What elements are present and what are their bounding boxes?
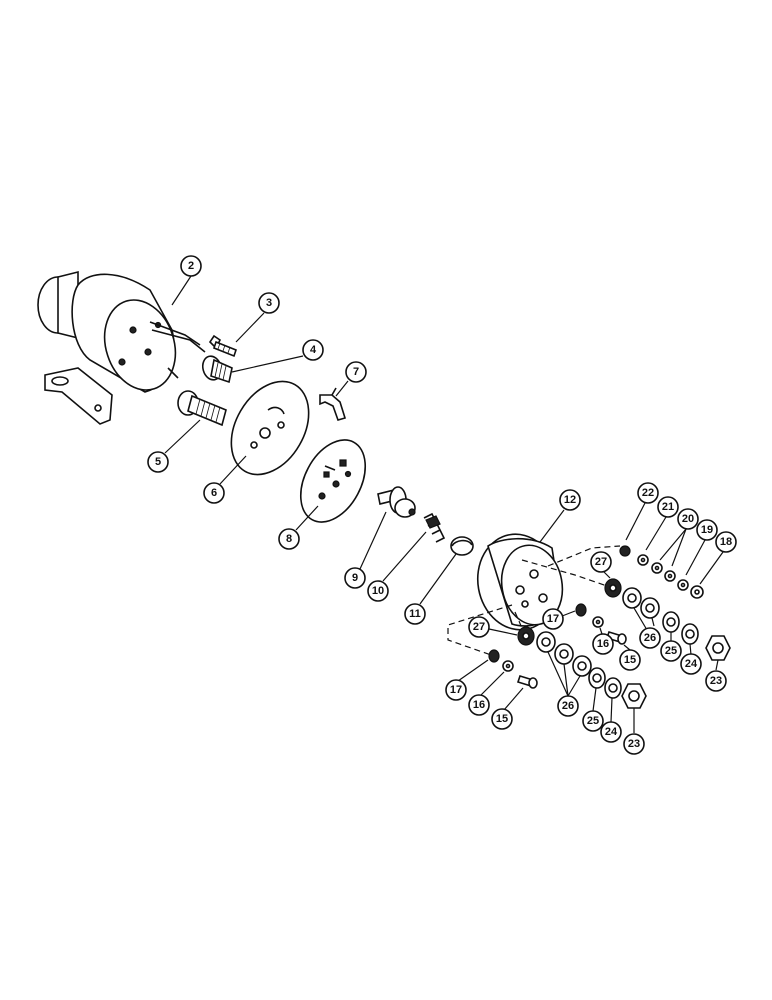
callout-label: 27 — [595, 556, 607, 568]
callout-label: 26 — [644, 632, 656, 644]
assembly-line-upper — [547, 545, 621, 567]
callout-4: 4 — [302, 339, 324, 361]
callout-8: 8 — [278, 528, 300, 550]
callout-label: 24 — [685, 658, 698, 670]
callout-label: 3 — [266, 297, 272, 309]
callout-24-upper: 24 — [680, 653, 702, 675]
callout-9: 9 — [344, 567, 366, 589]
callout-label: 21 — [662, 501, 674, 513]
callout-label: 16 — [473, 699, 485, 711]
callout-label: 27 — [473, 621, 485, 633]
callout-label: 15 — [624, 654, 636, 666]
callout-22: 22 — [637, 482, 659, 504]
callout-17-upper: 17 — [542, 608, 564, 630]
callout-label: 7 — [353, 366, 359, 378]
callout-7: 7 — [345, 361, 367, 383]
cap-11-icon — [450, 536, 474, 556]
callout-label: 12 — [564, 494, 576, 506]
callout-label: 25 — [665, 645, 677, 657]
callout-label: 23 — [710, 675, 722, 687]
callout-26-upper: 26 — [639, 627, 661, 649]
callout-label: 11 — [409, 608, 421, 620]
callout-11: 11 — [404, 603, 426, 625]
lower-hardware-stack — [488, 626, 647, 709]
callout-16-upper: 16 — [592, 633, 614, 655]
callout-label: 20 — [682, 513, 694, 525]
callout-label: 15 — [496, 713, 508, 725]
leader-lines — [164, 275, 724, 733]
contact-plate-8-icon — [299, 439, 367, 523]
callout-6: 6 — [203, 482, 225, 504]
callout-18: 18 — [715, 531, 737, 553]
assembly-line-left — [447, 604, 513, 657]
callout-15-lower: 15 — [491, 708, 513, 730]
cover-12-icon — [476, 533, 564, 631]
callout-label: 5 — [155, 456, 161, 468]
callout-25-lower: 25 — [582, 710, 604, 732]
callout-label: 4 — [310, 344, 317, 356]
callout-24-lower: 24 — [600, 721, 622, 743]
callout-3: 3 — [258, 292, 280, 314]
callout-label: 6 — [211, 487, 217, 499]
callout-label: 16 — [597, 638, 609, 650]
callout-label: 9 — [352, 572, 358, 584]
plunger-9-icon — [377, 486, 416, 518]
callout-label: 24 — [605, 726, 618, 738]
screw-3-icon — [208, 334, 237, 358]
callout-label: 17 — [547, 613, 559, 625]
callout-label: 18 — [720, 536, 732, 548]
callout-label: 2 — [188, 260, 194, 272]
callout-17-lower: 17 — [445, 679, 467, 701]
callout-20: 20 — [677, 508, 699, 530]
assembly-line-mid — [521, 559, 611, 588]
callout-23-upper: 23 — [705, 670, 727, 692]
callout-5: 5 — [147, 451, 169, 473]
terminal-stud-4-icon — [201, 355, 233, 384]
gasket-6-icon — [230, 380, 310, 476]
bolt-5-icon — [177, 390, 227, 427]
callout-label: 17 — [450, 684, 462, 696]
callout-26-lower: 26 — [557, 695, 579, 717]
callout-10: 10 — [367, 580, 389, 602]
callout-21: 21 — [657, 496, 679, 518]
callout-label: 19 — [701, 524, 713, 536]
callout-23-lower: 23 — [623, 733, 645, 755]
callout-label: 10 — [372, 585, 384, 597]
callout-label: 26 — [562, 700, 574, 712]
callout-16-lower: 16 — [468, 694, 490, 716]
callout-19: 19 — [696, 519, 718, 541]
spring-10-icon — [423, 512, 446, 543]
callout-27-upper: 27 — [590, 551, 612, 573]
callout-15-upper: 15 — [619, 649, 641, 671]
callout-label: 23 — [628, 738, 640, 750]
callout-label: 25 — [587, 715, 599, 727]
clip-7-icon — [319, 387, 347, 421]
upper-hardware-stack — [575, 545, 731, 661]
callout-12: 12 — [559, 489, 581, 511]
solenoid-body-icon — [37, 270, 206, 425]
callout-27-lower: 27 — [468, 616, 490, 638]
callout-label: 8 — [286, 533, 292, 545]
callout-2: 2 — [180, 255, 202, 277]
callout-25-upper: 25 — [660, 640, 682, 662]
callout-label: 22 — [642, 487, 654, 499]
